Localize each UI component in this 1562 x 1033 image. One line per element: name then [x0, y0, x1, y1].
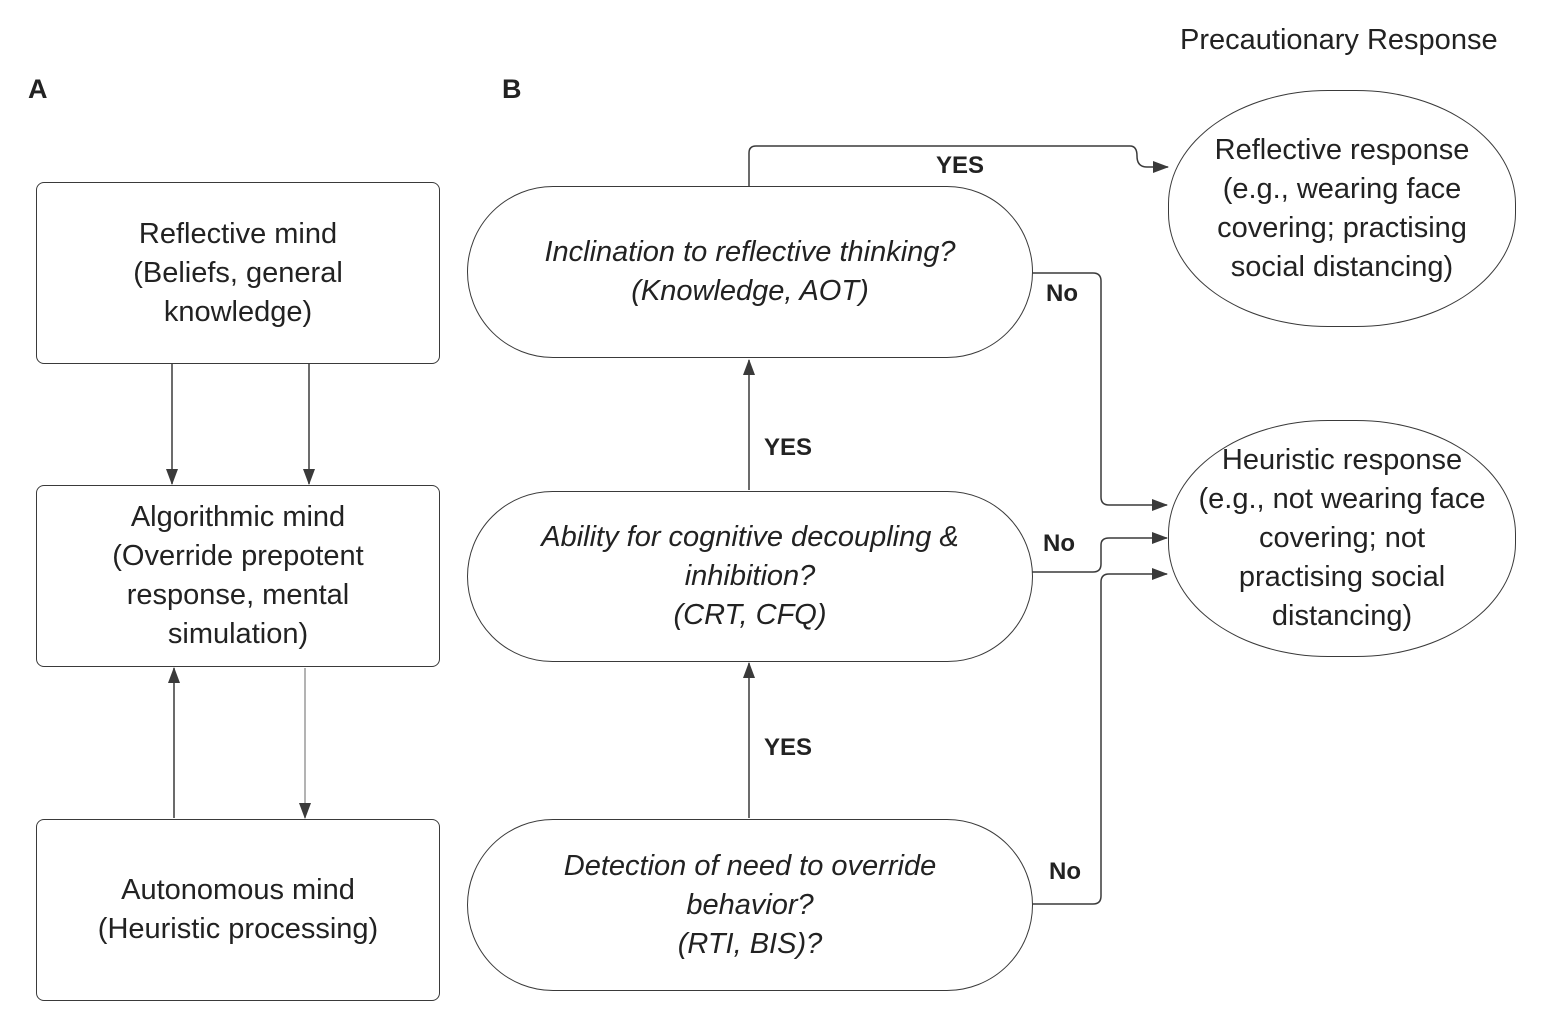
- reflective-mind-line: (Beliefs, general: [133, 256, 343, 289]
- panel-b-label: B: [502, 74, 522, 104]
- reflective-response-line: Reflective response: [1214, 133, 1470, 166]
- autonomous-mind-box: Autonomous mind (Heuristic processing): [36, 819, 440, 1001]
- reflective-mind-line: Reflective mind: [138, 217, 338, 250]
- heuristic-response-line: practising social: [1238, 561, 1446, 593]
- panel-a-label: A: [28, 74, 48, 104]
- detection-line: behavior?: [686, 888, 814, 921]
- algorithmic-mind-line: response, mental: [126, 579, 350, 611]
- autonomous-mind-line: (Heuristic processing): [97, 913, 379, 945]
- reflective-mind-box: Reflective mind (Beliefs, general knowle…: [36, 182, 440, 364]
- heuristic-response-line: covering; not: [1258, 522, 1426, 554]
- heuristic-response-box: Heuristic response (e.g., not wearing fa…: [1168, 420, 1516, 657]
- reflective-response-line: social distancing): [1230, 250, 1454, 283]
- autonomous-mind-line: Autonomous mind: [121, 874, 355, 906]
- algorithmic-mind-box: Algorithmic mind (Override prepotent res…: [36, 485, 440, 667]
- algorithmic-mind-line: (Override prepotent: [112, 540, 364, 572]
- ability-line: (CRT, CFQ): [673, 599, 827, 631]
- algorithmic-mind-line: Algorithmic mind: [130, 501, 346, 533]
- heuristic-response-line: distancing): [1271, 600, 1413, 632]
- inclination-decision: Inclination to reflective thinking? (Kno…: [467, 186, 1033, 358]
- reflective-mind-line: knowledge): [163, 295, 313, 328]
- reflective-response-box: Reflective response (e.g., wearing face …: [1168, 90, 1516, 327]
- arrow-detection-no-to-heuristic: [1032, 568, 1168, 905]
- detection-line: Detection of need to override: [563, 849, 937, 882]
- detection-decision: Detection of need to override behavior? …: [467, 819, 1033, 991]
- inclination-line: (Knowledge, AOT): [631, 275, 869, 307]
- no-label-low: No: [1049, 858, 1081, 885]
- reflective-response-line: covering; practising: [1217, 211, 1467, 244]
- detection-line: (RTI, BIS)?: [677, 927, 823, 960]
- arrow-inclination-no-to-heuristic: [1032, 272, 1168, 511]
- yes-label-top: YES: [936, 152, 985, 179]
- algorithmic-mind-line: simulation): [167, 618, 309, 650]
- arrow-ability-no-to-heuristic: [1032, 532, 1168, 573]
- ability-decision: Ability for cognitive decoupling & inhib…: [467, 491, 1033, 662]
- yes-label-mid: YES: [764, 434, 813, 461]
- yes-label-low: YES: [764, 734, 813, 761]
- reflective-response-line: (e.g., wearing face: [1222, 172, 1462, 205]
- precautionary-response-heading: Precautionary Response: [1180, 24, 1498, 56]
- arrow-inclination-to-reflective-response: [748, 145, 1169, 186]
- inclination-line: Inclination to reflective thinking?: [544, 236, 956, 268]
- heuristic-response-line: (e.g., not wearing face: [1198, 483, 1486, 515]
- heuristic-response-line: Heuristic response: [1221, 444, 1463, 476]
- ability-line: inhibition?: [684, 560, 816, 592]
- ability-line: Ability for cognitive decoupling &: [541, 521, 959, 553]
- no-label-mid: No: [1043, 530, 1075, 557]
- no-label-top: No: [1046, 280, 1078, 307]
